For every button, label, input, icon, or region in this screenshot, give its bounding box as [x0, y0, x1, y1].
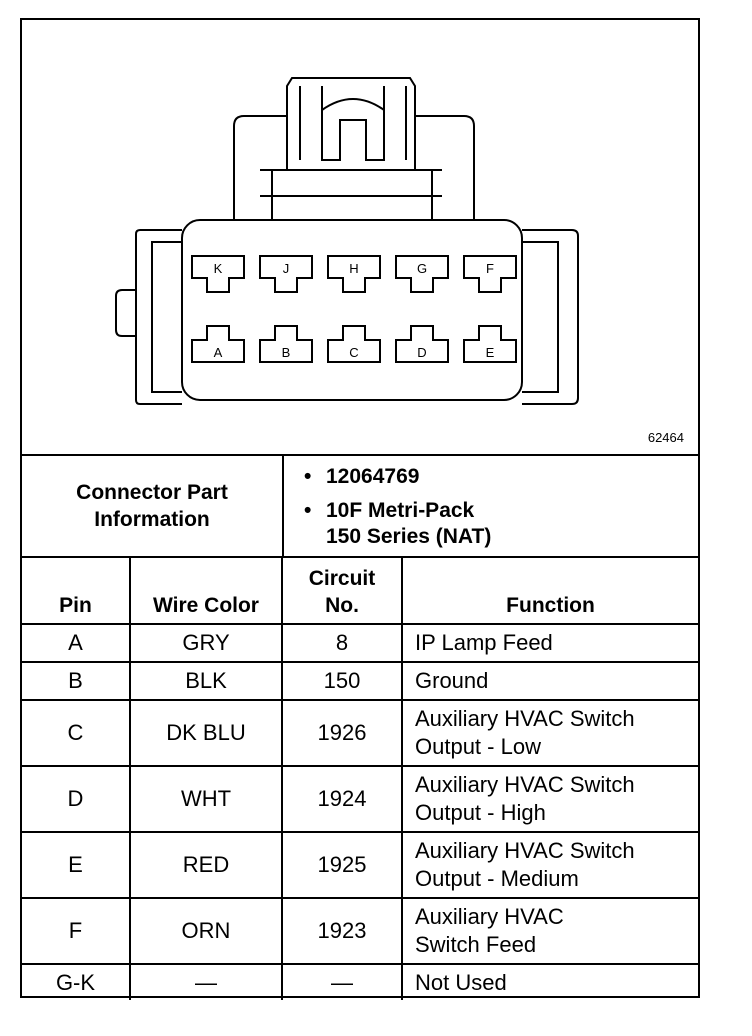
- pin-cavity: [259, 325, 313, 363]
- function-line1: Not Used: [415, 969, 507, 995]
- circuit-cell: 1923: [281, 897, 403, 965]
- circuit-cell: 1924: [281, 765, 403, 833]
- circuit-cell: 8: [281, 623, 403, 663]
- connector-part-info: Connector Part Information • 12064769 • …: [22, 454, 698, 558]
- pin-label: G: [417, 261, 427, 276]
- figure-number: 62464: [647, 430, 684, 445]
- pin-cavity: [259, 255, 313, 293]
- function-cell: IP Lamp Feed: [401, 623, 698, 663]
- pin-label: H: [349, 261, 358, 276]
- bullet-marker: •: [304, 499, 312, 522]
- function-line1: IP Lamp Feed: [415, 630, 553, 655]
- function-cell: Auxiliary HVAC Switch Feed: [401, 897, 698, 965]
- function-line1: Auxiliary HVAC Switch: [415, 838, 635, 863]
- circuit-cell: 150: [281, 661, 403, 701]
- header-circuit-line2: No.: [325, 594, 359, 617]
- pin-cell: C: [22, 699, 131, 767]
- function-line2: Output - Medium: [415, 866, 579, 891]
- wire-color-cell: RED: [129, 831, 283, 899]
- pin-cavity: [191, 255, 245, 293]
- pin-label: J: [283, 261, 290, 276]
- pin-cavity: [327, 325, 381, 363]
- circuit-cell: 1926: [281, 699, 403, 767]
- function-line2: Output - Low: [415, 734, 541, 759]
- pin-cell: D: [22, 765, 131, 833]
- header-circuit-no: Circuit No.: [281, 558, 403, 625]
- connector-part-label-line1: Connector Part: [76, 481, 228, 504]
- pin-cavity: [395, 325, 449, 363]
- table-header-row: Pin Wire Color Circuit No. Function: [22, 558, 698, 625]
- circuit-cell: 1925: [281, 831, 403, 899]
- connector-type-line1: 10F Metri-Pack: [326, 499, 475, 522]
- function-line1: Auxiliary HVAC: [415, 904, 564, 929]
- header-wire-color: Wire Color: [129, 558, 283, 625]
- function-cell: Not Used: [401, 963, 698, 1000]
- header-circuit-line1: Circuit: [308, 567, 376, 590]
- part-number-item: • 12064769: [304, 464, 420, 490]
- header-function: Function: [401, 558, 698, 625]
- wire-color-cell: GRY: [129, 623, 283, 663]
- wire-color-cell: ORN: [129, 897, 283, 965]
- pin-cell: F: [22, 897, 131, 965]
- pin-cell: G-K: [22, 963, 131, 1000]
- wire-color-cell: WHT: [129, 765, 283, 833]
- pin-cavity: [191, 325, 245, 363]
- pin-label: A: [214, 345, 223, 360]
- pin-cavity: [395, 255, 449, 293]
- pin-cavity: [463, 255, 517, 293]
- pin-cavity: [327, 255, 381, 293]
- pin-cell: E: [22, 831, 131, 899]
- connector-illustration: K J H G F A B C D E: [115, 77, 579, 405]
- connector-part-details: • 12064769 • 10F Metri-Pack 150 Series (…: [284, 456, 698, 556]
- function-line2: Output - High: [415, 800, 546, 825]
- header-pin: Pin: [22, 558, 131, 625]
- table-row: G-K——Not Used: [22, 963, 698, 1000]
- wire-color-cell: BLK: [129, 661, 283, 701]
- circuit-cell: —: [281, 963, 403, 1000]
- function-line1: Ground: [415, 668, 489, 693]
- wire-color-cell: DK BLU: [129, 699, 283, 767]
- connector-drawing: K J H G F A B C D E 62464: [22, 20, 698, 456]
- pin-label: K: [214, 261, 223, 276]
- bullet-marker: •: [304, 465, 312, 488]
- function-line1: Auxiliary HVAC Switch: [415, 772, 635, 797]
- function-line2: Switch Feed: [415, 932, 537, 957]
- pin-label: C: [349, 345, 358, 360]
- part-number: 12064769: [326, 465, 420, 488]
- connector-type-line2: 150 Series (NAT): [326, 525, 492, 548]
- pin-label: F: [486, 261, 494, 276]
- pin-cell: A: [22, 623, 131, 663]
- pin-cavity: [463, 325, 517, 363]
- pin-label: B: [282, 345, 291, 360]
- pin-label: D: [417, 345, 426, 360]
- connector-part-label: Connector Part Information: [22, 456, 284, 556]
- pin-cell: B: [22, 661, 131, 701]
- connector-part-label-line2: Information: [94, 508, 210, 531]
- wire-color-cell: —: [129, 963, 283, 1000]
- function-cell: Ground: [401, 661, 698, 701]
- function-line1: Auxiliary HVAC Switch: [415, 706, 635, 731]
- pin-label: E: [486, 345, 495, 360]
- connector-type-item: • 10F Metri-Pack 150 Series (NAT): [304, 498, 492, 550]
